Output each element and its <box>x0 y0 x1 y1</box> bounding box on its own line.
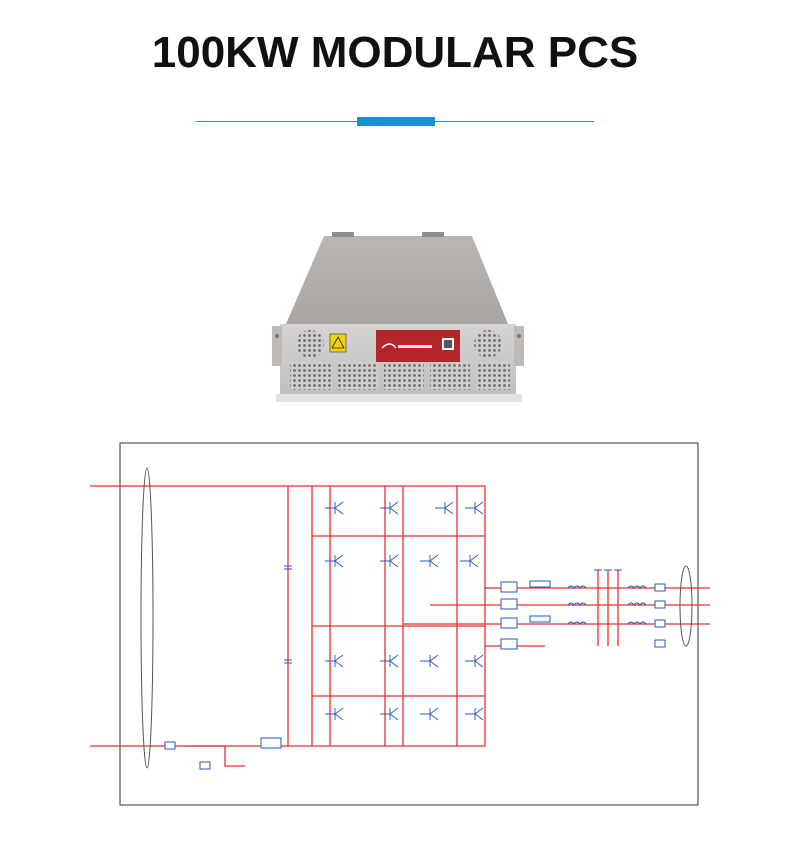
dc-link-capacitors <box>284 565 292 664</box>
title-divider-accent <box>357 117 435 126</box>
fan-grill-left <box>296 330 324 358</box>
pcs-unit-image <box>272 232 524 402</box>
filter-inductors <box>567 569 647 625</box>
dc-current-sensor <box>140 467 154 769</box>
warning-triangle-icon <box>329 333 347 353</box>
page-title: 100KW MODULAR PCS <box>151 28 639 77</box>
igbt-bridge <box>325 501 484 721</box>
unit-top-panel <box>286 236 508 324</box>
dc-bus-wiring <box>90 485 710 767</box>
fan-grill-right <box>474 330 502 358</box>
ac-current-sensor <box>679 565 693 647</box>
circuit-schematic <box>90 442 710 806</box>
output-relays <box>164 580 666 770</box>
